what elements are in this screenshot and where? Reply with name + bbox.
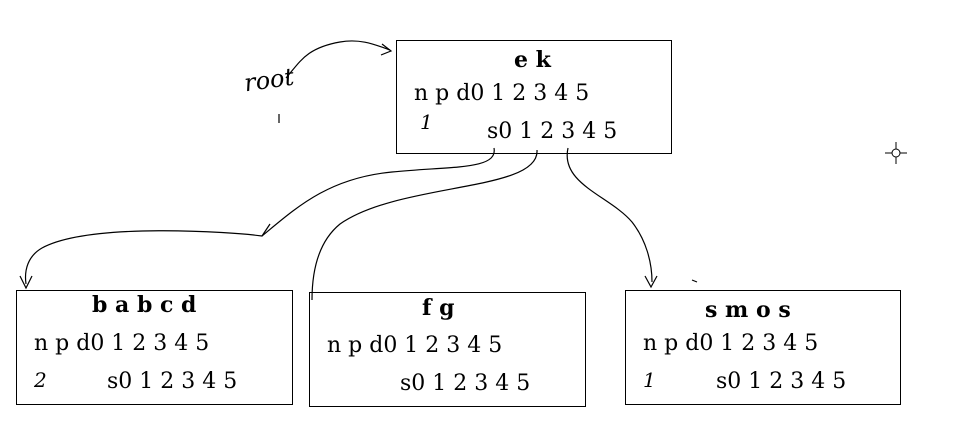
edge-root-to-left-notch — [261, 223, 271, 237]
root-pointer-arrow — [285, 40, 391, 79]
root-node-n-value: 1 — [420, 110, 433, 134]
crosshair-icon — [885, 142, 907, 164]
root-node-keys: e k — [514, 47, 551, 73]
root-node-n-row: n p d0 1 2 3 4 5 — [414, 81, 590, 106]
root-label: root — [242, 62, 296, 98]
stray-mark-right — [691, 279, 698, 283]
edge-root-to-right-arrowhead — [644, 275, 658, 289]
edge-root-to-left — [24, 147, 495, 285]
edge-root-to-middle — [311, 149, 538, 301]
middle-child-node: f g n p d0 1 2 3 4 5 s0 1 2 3 4 5 — [309, 292, 586, 407]
edge-root-to-right — [566, 147, 653, 283]
root-node-s-row: s0 1 2 3 4 5 — [487, 119, 618, 144]
left-child-node-n-row: n p d0 1 2 3 4 5 — [34, 331, 210, 356]
right-child-node-frame — [625, 290, 901, 405]
middle-child-node-keys: f g — [422, 295, 455, 321]
edge-root-to-left-arrowhead — [19, 275, 33, 290]
root-pointer-arrowhead — [380, 43, 393, 56]
left-child-node-s-row: s0 1 2 3 4 5 — [107, 369, 238, 394]
middle-child-node-frame — [309, 292, 586, 407]
right-child-node-s-row: s0 1 2 3 4 5 — [716, 369, 847, 394]
left-child-node-n-value: 2 — [34, 368, 47, 392]
middle-child-node-s-row: s0 1 2 3 4 5 — [400, 371, 531, 396]
right-child-node-n-value: 1 — [643, 368, 656, 392]
left-child-node-keys: b a b c d — [92, 292, 197, 318]
right-child-node: s m o s n p d0 1 2 3 4 5 1 s0 1 2 3 4 5 — [625, 290, 901, 405]
left-child-node-frame — [16, 290, 293, 405]
right-child-node-keys: s m o s — [705, 297, 791, 323]
left-child-node: b a b c d n p d0 1 2 3 4 5 2 s0 1 2 3 4 … — [16, 290, 293, 405]
middle-child-node-n-row: n p d0 1 2 3 4 5 — [327, 333, 503, 358]
root-node: e k n p d0 1 2 3 4 5 1 s0 1 2 3 4 5 — [396, 40, 672, 154]
right-child-node-n-row: n p d0 1 2 3 4 5 — [643, 331, 819, 356]
root-node-frame — [396, 40, 672, 154]
